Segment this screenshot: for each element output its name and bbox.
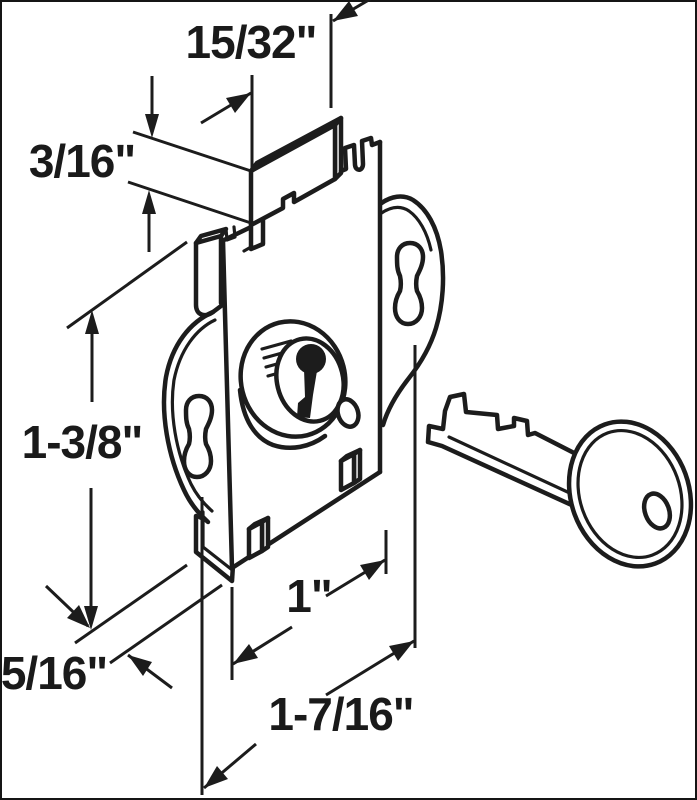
mounting-slot-left [181, 393, 215, 480]
key-blade-inner-line [447, 435, 576, 497]
arrowhead [85, 310, 99, 334]
latch-left-leg [248, 216, 266, 252]
dim-label-latch-width: 15/32" [186, 16, 317, 68]
extension-line [74, 563, 188, 645]
backplate-left-lobe-inner [170, 318, 217, 513]
dim-bottom-lip: 5/16" [1, 583, 223, 699]
lock-illustration [161, 115, 446, 584]
dim-latch-lip-height: 3/16" [29, 76, 252, 252]
arrowhead [84, 606, 98, 630]
extension-line [132, 130, 252, 173]
arrowhead [360, 560, 385, 580]
dim-label-overall-width: 1-7/16" [268, 688, 413, 740]
arrowhead [128, 655, 152, 676]
faceplate-left-edge [220, 238, 235, 571]
backplate-right-lobe-inner [378, 205, 433, 252]
dim-latch-width: 15/32" [186, 0, 372, 170]
key-illustration [425, 391, 694, 569]
mounting-slot-right [392, 240, 426, 327]
arrowhead [333, 1, 358, 21]
cylinder-base-arc [237, 387, 328, 450]
keyhole-tail [297, 369, 317, 418]
key-bow-hole [641, 491, 673, 531]
latch-left-leg-foot [242, 245, 253, 253]
arrowhead [145, 114, 159, 138]
dim-plate-height: 1-3/8" [22, 240, 188, 645]
dim-label-latch-lip-height: 3/16" [29, 135, 135, 187]
extension-line [66, 240, 188, 330]
dim-label-bottom-lip: 5/16" [1, 647, 107, 699]
key-blade [425, 391, 597, 515]
mounting-peg-right [338, 447, 363, 493]
key-bow-inner [576, 428, 684, 560]
dim-label-base-width: 1" [286, 570, 331, 622]
extension-line [127, 180, 252, 225]
arrowhead [142, 190, 156, 214]
screw-hole [335, 397, 361, 429]
arrowhead [204, 766, 228, 788]
mounting-peg-left [246, 515, 271, 561]
dimension-annotations: 15/32" 3/16" 1-3/8" [1, 0, 417, 795]
dim-label-plate-height: 1-3/8" [22, 416, 143, 468]
bottom-lip [193, 513, 236, 584]
arrowhead [233, 644, 258, 664]
extension-line [109, 583, 223, 665]
backplate-right-lobe [377, 194, 446, 428]
backplate-left-lobe [161, 309, 216, 525]
arrowhead [226, 93, 251, 113]
top-right-tab [338, 135, 383, 174]
spring-arm-outer [193, 240, 224, 318]
dim-overall-width: 1-7/16" [200, 345, 417, 795]
keyhole-top [296, 344, 326, 374]
top-edge-notch [224, 225, 237, 242]
arrowhead [67, 605, 90, 628]
dim-base-width: 1" [230, 530, 388, 680]
arrowhead [389, 641, 414, 661]
